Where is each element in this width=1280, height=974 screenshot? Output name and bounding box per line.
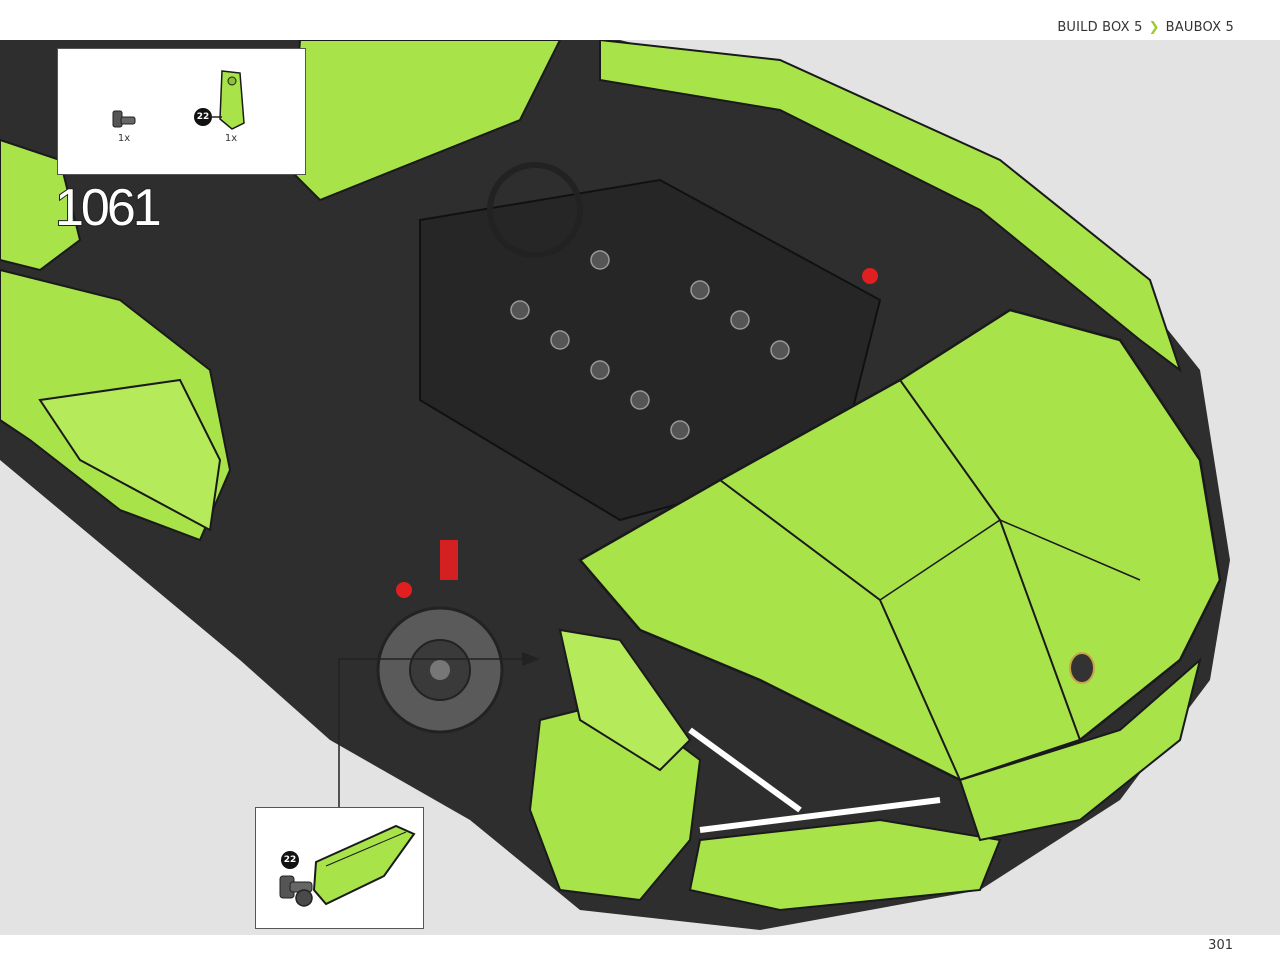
step-number: 1061	[54, 178, 163, 238]
part-count: 1x	[117, 133, 131, 144]
part-count: 1x	[224, 133, 238, 144]
callout-detail-box: 22	[255, 807, 424, 929]
emblem-icon	[1069, 652, 1095, 684]
breadcrumb-item-baubox: BAUBOX 5	[1165, 20, 1234, 35]
page-footer: 301	[0, 935, 1280, 974]
page-header: BUILD BOX 5 ❯ BAUBOX 5	[0, 0, 1280, 40]
breadcrumb-separator-icon: ❯	[1148, 20, 1160, 35]
car-model-illustration	[0, 40, 1230, 930]
page-number: 301	[1208, 938, 1233, 953]
part-number-badge: 22	[194, 108, 212, 126]
callout-part-badge: 22	[281, 851, 299, 869]
callout-assembly-icon	[279, 824, 416, 907]
badge-leader-line	[210, 116, 222, 118]
part-item: 1x	[110, 105, 138, 144]
connector-piece-icon	[112, 110, 136, 128]
part-item: 1x	[214, 67, 248, 144]
lime-panel-piece-icon	[219, 70, 245, 130]
breadcrumb-item-build-box: BUILD BOX 5	[1057, 20, 1143, 35]
instruction-illustration	[0, 40, 1280, 935]
breadcrumb: BUILD BOX 5 ❯ BAUBOX 5	[1057, 20, 1234, 35]
parts-list-box: 1x 1x 22	[57, 48, 306, 175]
